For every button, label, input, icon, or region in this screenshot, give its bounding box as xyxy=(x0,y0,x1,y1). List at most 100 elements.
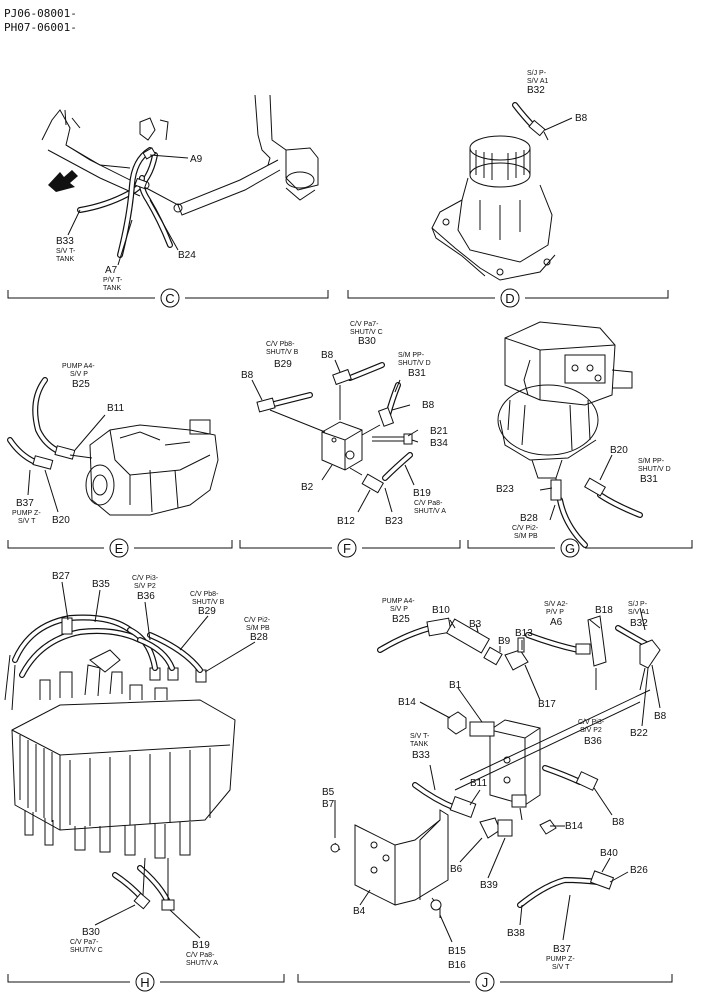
label-j-b37-code: B37 xyxy=(553,944,571,955)
section-j-bracket xyxy=(297,974,673,983)
label-j-b17: B17 xyxy=(538,699,556,710)
label-j-b37-line2: S/V T xyxy=(552,964,570,971)
label-h-b29-line1: C/V Pb8- xyxy=(190,591,219,598)
label-f-b30-code: B30 xyxy=(358,336,376,347)
label-f-b19-code: B19 xyxy=(413,488,431,499)
label-j-b15: B15 xyxy=(448,946,466,957)
label-j-b9: B9 xyxy=(498,636,511,647)
section-g-letter: G xyxy=(565,541,575,556)
section-c-bracket xyxy=(7,290,329,299)
label-g-b23: B23 xyxy=(496,484,514,495)
label-e-b37-code: B37 xyxy=(16,498,34,509)
section-d: S/J P- S/V A1 B32 B8 D xyxy=(347,70,669,308)
label-f-b23: B23 xyxy=(385,516,403,527)
section-e: PUMP A4- S/V P B25 B11 B37 PUMP Z- S/V T… xyxy=(7,363,233,558)
section-c-letter: C xyxy=(165,291,174,306)
label-j-b25-code: B25 xyxy=(392,614,410,625)
label-e-b37-line1: PUMP Z- xyxy=(12,510,41,517)
label-j-b36-line1: C/V Pi3- xyxy=(578,719,605,726)
label-f-b29-line2: SHUT/V B xyxy=(266,349,299,356)
label-j-b11: B11 xyxy=(470,778,487,789)
label-f-b19-line1: C/V Pa8- xyxy=(414,500,443,507)
section-g: B20 S/M PP- SHUT/V D B31 B23 B28 C/V Pi2… xyxy=(467,321,693,558)
label-j-b39: B39 xyxy=(480,880,498,891)
label-j-b26: B26 xyxy=(630,865,648,876)
label-j-b38: B38 xyxy=(507,928,525,939)
label-c-a9: A9 xyxy=(190,154,203,165)
label-e-b11: B11 xyxy=(107,403,124,414)
label-j-a6-line1: S/V A2- xyxy=(544,601,568,608)
label-j-b16: B16 xyxy=(448,960,466,971)
label-j-b33-code: B33 xyxy=(412,750,430,761)
label-c-a7-code: A7 xyxy=(105,265,118,276)
label-f-b31-line2: SHUT/V D xyxy=(398,360,431,367)
label-h-b19-code: B19 xyxy=(192,940,210,951)
label-g-b28-code: B28 xyxy=(520,513,538,524)
label-j-b14-top: B14 xyxy=(398,697,416,708)
label-d-b32-code: B32 xyxy=(527,85,545,96)
label-j-b8-bottom: B8 xyxy=(612,817,625,828)
label-h-b28-code: B28 xyxy=(250,632,268,643)
label-f-b8-right: B8 xyxy=(422,400,435,411)
section-g-marker xyxy=(560,538,580,558)
label-j-b6: B6 xyxy=(450,864,463,875)
section-d-marker xyxy=(500,288,520,308)
label-d-b32-line1: S/J P- xyxy=(527,70,547,77)
label-j-b33-line1: S/V T- xyxy=(410,733,430,740)
label-j-b25-line2: S/V P xyxy=(390,606,408,613)
section-j: PUMP A4- S/V P B25 B10 B3 B9 B13 S/V A2-… xyxy=(297,598,673,992)
section-h-marker xyxy=(135,972,155,992)
label-f-b29-code: B29 xyxy=(274,359,292,370)
label-f-b8-top: B8 xyxy=(321,350,334,361)
label-j-b13: B13 xyxy=(515,628,533,639)
section-j-drawing xyxy=(330,607,661,943)
label-c-b33-line1: S/V T- xyxy=(56,248,76,255)
label-h-b27: B27 xyxy=(52,571,70,582)
label-j-b40: B40 xyxy=(600,848,618,859)
section-h-bracket xyxy=(7,974,285,983)
label-h-b30-line1: C/V Pa7- xyxy=(70,939,99,946)
section-h-letter: H xyxy=(140,975,149,990)
label-c-a7-line1: P/V T- xyxy=(103,277,123,284)
label-g-b31-line2: SHUT/V D xyxy=(638,466,671,473)
section-g-drawing xyxy=(497,321,643,548)
label-h-b29-line2: SHUT/V B xyxy=(192,599,225,606)
model-range-line-2: PH07-06001- xyxy=(4,21,77,34)
label-g-b20: B20 xyxy=(610,445,628,456)
section-e-drawing xyxy=(7,377,219,516)
section-d-letter: D xyxy=(505,291,514,306)
label-h-b36-code: B36 xyxy=(137,591,155,602)
label-j-b33-line2: TANK xyxy=(410,741,428,748)
label-f-b19-line2: SHUT/V A xyxy=(414,508,446,515)
label-f-b12: B12 xyxy=(337,516,355,527)
label-h-b28-line2: S/M PB xyxy=(246,625,270,632)
label-j-b32-line1: S/J P- xyxy=(628,601,648,608)
label-h-b28-line1: C/V Pi2- xyxy=(244,617,271,624)
label-j-b10: B10 xyxy=(432,605,450,616)
section-g-bracket xyxy=(467,540,693,549)
label-g-b28-line2: S/M PB xyxy=(514,533,538,540)
section-h: B27 B35 C/V Pi3- S/V P2 B36 C/V Pb8- SHU… xyxy=(4,571,285,992)
section-c-drawing xyxy=(41,94,319,266)
section-j-marker xyxy=(475,972,495,992)
label-h-b29-code: B29 xyxy=(198,606,216,617)
label-e-b25-line2: S/V P xyxy=(70,371,88,378)
label-f-b8-left: B8 xyxy=(241,370,254,381)
label-c-b33-code: B33 xyxy=(56,236,74,247)
label-h-b36-line1: C/V Pi3- xyxy=(132,575,159,582)
section-c: A9 B33 S/V T- TANK B24 A7 P/V T- TANK C xyxy=(7,94,329,308)
label-j-b36-code: B36 xyxy=(584,736,602,747)
label-j-b4: B4 xyxy=(353,906,366,917)
label-c-a7-line2: TANK xyxy=(103,285,121,292)
label-g-b31-code: B31 xyxy=(640,474,658,485)
label-j-b18: B18 xyxy=(595,605,613,616)
label-j-b5: B5 xyxy=(322,787,335,798)
section-e-marker xyxy=(109,538,129,558)
label-e-b20: B20 xyxy=(52,515,70,526)
label-j-b22: B22 xyxy=(630,728,648,739)
label-e-b25-line1: PUMP A4- xyxy=(62,363,95,370)
section-c-marker xyxy=(160,288,180,308)
section-f-bracket xyxy=(239,540,461,549)
label-h-b30-code: B30 xyxy=(82,927,100,938)
section-d-drawing xyxy=(431,102,573,281)
